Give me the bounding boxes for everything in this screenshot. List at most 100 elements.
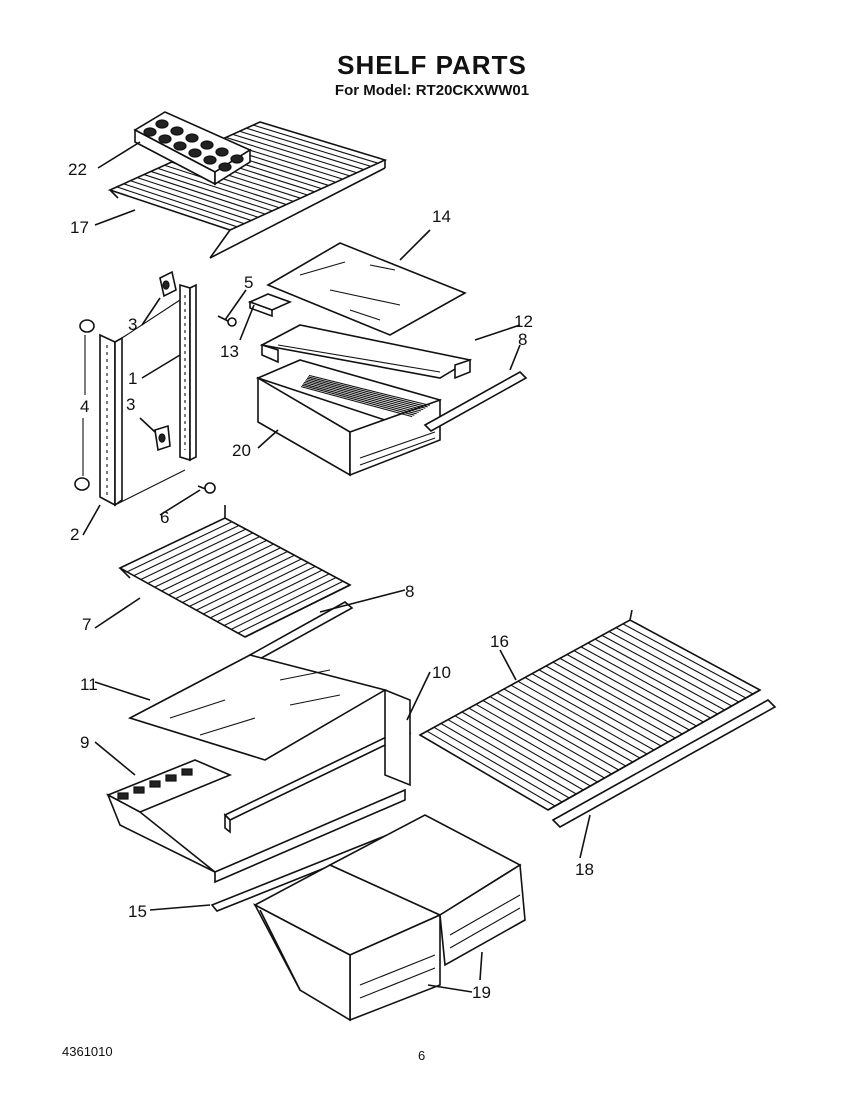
shelf-wire xyxy=(517,680,648,755)
shelf-wire xyxy=(130,180,252,221)
shelf-wire xyxy=(538,669,669,743)
egg-cup xyxy=(185,133,199,143)
shelf-wire xyxy=(426,730,556,807)
callout-15: 15 xyxy=(128,902,147,921)
callout-12: 12 xyxy=(514,312,533,331)
shelf-wire xyxy=(440,723,570,799)
shelf-wire xyxy=(232,133,357,174)
shelf-wire xyxy=(545,665,676,739)
part-19-crisper-drawers xyxy=(253,814,526,1022)
egg-cup xyxy=(203,155,217,165)
shelf-wire xyxy=(133,524,240,577)
part-9-meat-drawer xyxy=(106,759,406,884)
shelf-wire xyxy=(140,528,247,580)
part-16-wire-shelf xyxy=(418,609,762,811)
egg-cup xyxy=(200,140,214,150)
shelf-wire xyxy=(496,692,627,767)
callout-13: 13 xyxy=(220,342,239,361)
shelf-wire xyxy=(203,562,309,615)
part-6-screw xyxy=(197,482,216,494)
shelf-wire xyxy=(225,136,350,177)
shelf-wire xyxy=(305,379,424,411)
part-5-screw xyxy=(217,315,237,327)
egg-cup xyxy=(158,134,172,144)
shelf-wire xyxy=(573,650,704,723)
callout-8-upper: 8 xyxy=(518,330,527,349)
callout-11: 11 xyxy=(80,675,98,694)
shelf-wire xyxy=(461,711,591,787)
egg-cup xyxy=(215,147,229,157)
shelf-wire xyxy=(300,386,413,418)
shelf-wire xyxy=(126,521,233,573)
callout-22: 22 xyxy=(68,160,87,179)
shelf-wire xyxy=(447,719,577,795)
callout-5: 5 xyxy=(244,273,253,292)
callout-7: 7 xyxy=(82,615,91,634)
shelf-wire xyxy=(168,543,274,596)
callout-14: 14 xyxy=(432,207,451,226)
shelf-wire xyxy=(489,696,619,771)
shelf-wire xyxy=(301,384,415,416)
shelf-wire xyxy=(239,130,365,171)
egg-cup xyxy=(188,148,202,158)
part-1-rear-rail xyxy=(121,283,197,462)
callout-20: 20 xyxy=(232,441,251,460)
drawer-slot xyxy=(133,786,145,794)
shelf-wire xyxy=(510,684,641,759)
model-subtitle: For Model: RT20CKXWW01 xyxy=(334,82,530,99)
callout-labels: 22 17 14 5 3 13 12 8 1 4 3 20 6 2 8 7 16… xyxy=(68,160,594,1002)
part-7-wire-shelf xyxy=(118,505,352,638)
drawer-slot xyxy=(117,792,129,800)
part-10-frame xyxy=(223,688,412,834)
callout-2: 2 xyxy=(70,525,79,544)
callout-18: 18 xyxy=(575,860,594,879)
shelf-wire xyxy=(230,577,337,630)
shelf-wire xyxy=(482,700,612,775)
shelf-wire xyxy=(580,646,711,719)
shelf-wire xyxy=(216,569,323,623)
shelf-wire xyxy=(147,532,254,584)
drawer-slot xyxy=(149,780,161,788)
shelf-wire xyxy=(475,703,605,779)
page-number: 6 xyxy=(418,1048,426,1063)
shelf-wire xyxy=(622,623,754,695)
egg-cup xyxy=(155,119,169,129)
shelf-wire xyxy=(157,167,280,209)
callout-1: 1 xyxy=(128,369,137,388)
part-20-crisper-drawer xyxy=(255,359,442,477)
shelf-wire xyxy=(303,381,419,413)
shelf-wire xyxy=(306,377,426,409)
part-18-trim xyxy=(551,699,777,828)
shelf-wire xyxy=(433,726,563,803)
shelf-wire xyxy=(594,638,725,711)
egg-cup xyxy=(218,162,232,172)
shelf-wire xyxy=(150,170,273,212)
shelf-wire xyxy=(253,124,379,164)
shelf-wire xyxy=(615,627,747,699)
egg-cup xyxy=(170,126,184,136)
part-3-brackets xyxy=(154,270,177,452)
part-11-glass-shelf xyxy=(127,654,388,761)
egg-cup xyxy=(173,141,187,151)
callout-9: 9 xyxy=(80,733,89,752)
shelf-wire xyxy=(237,580,344,634)
shelf-wire xyxy=(531,673,662,747)
shelf-wire xyxy=(210,565,316,619)
egg-cup xyxy=(230,154,244,164)
shelf-wire xyxy=(524,677,655,751)
callout-19: 19 xyxy=(472,983,491,1002)
shelf-wire xyxy=(164,164,287,206)
shelf-wire xyxy=(601,634,732,707)
shelf-wire xyxy=(308,374,430,406)
callout-10: 10 xyxy=(432,663,451,682)
shelf-wire xyxy=(468,707,598,783)
shelf-wire xyxy=(246,127,372,167)
part-8-upper-trim xyxy=(423,371,528,432)
shelf-wire xyxy=(304,380,422,412)
shelf-wire xyxy=(161,539,267,592)
shelf-wire xyxy=(182,551,288,603)
part-2-side-rail xyxy=(99,333,186,507)
shelf-wire xyxy=(552,661,683,735)
shelf-wire xyxy=(196,558,302,611)
